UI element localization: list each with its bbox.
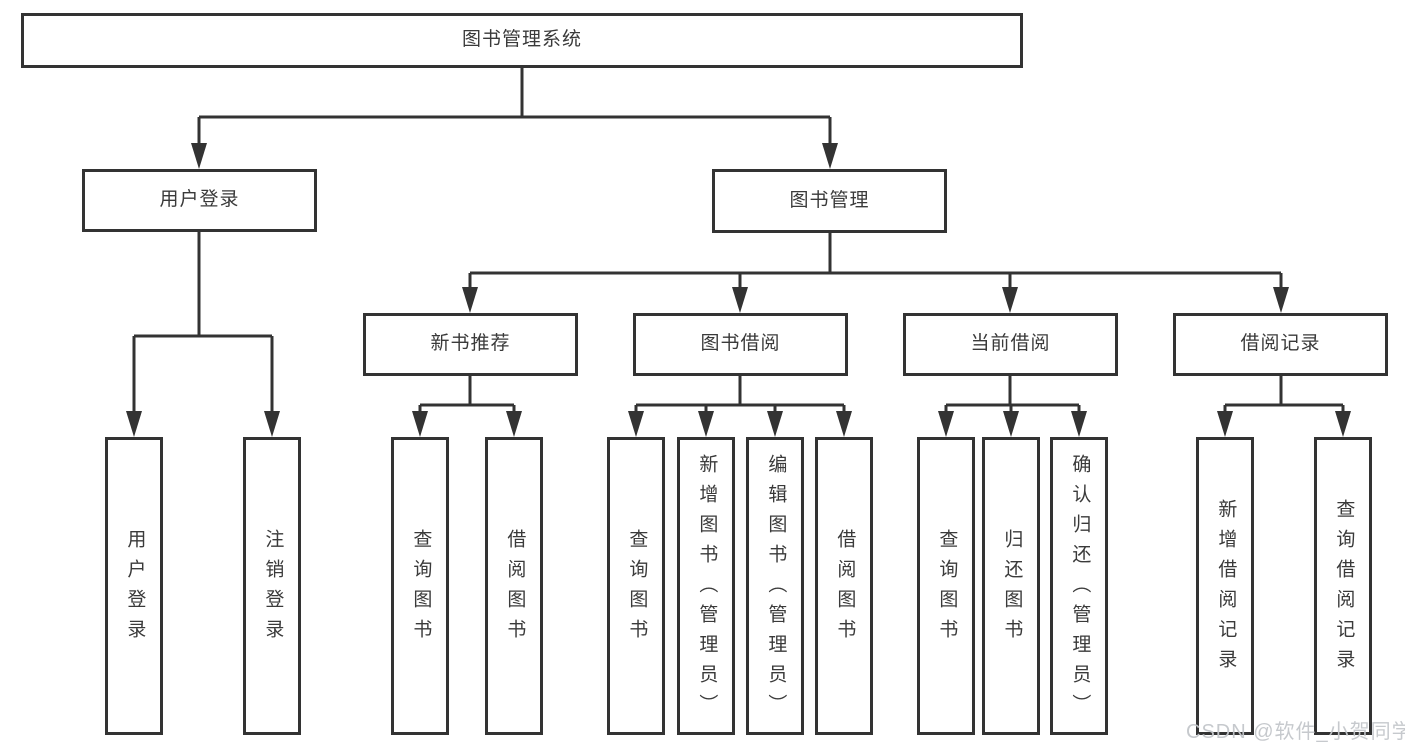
leaf-borrowing-query-books: 查询图书 [607, 437, 665, 735]
node-current-borrowing: 当前借阅 [903, 313, 1118, 376]
leaf-borrowing-edit-books-admin: 编辑图书（管理员） [746, 437, 804, 735]
leaf-borrowing-add-books-admin: 新增图书（管理员） [677, 437, 735, 735]
node-root-system: 图书管理系统 [21, 13, 1023, 68]
node-new-book-recommend: 新书推荐 [363, 313, 578, 376]
leaf-current-confirm-return-admin: 确认归还（管理员） [1050, 437, 1108, 735]
leaf-newbook-query-books: 查询图书 [391, 437, 449, 735]
leaf-records-add-borrow-record: 新增借阅记录 [1196, 437, 1254, 735]
node-book-management-module: 图书管理 [712, 169, 947, 233]
leaf-borrowing-borrow-books: 借阅图书 [815, 437, 873, 735]
leaf-records-query-borrow-record: 查询借阅记录 [1314, 437, 1372, 735]
leaf-user-login: 用户登录 [105, 437, 163, 735]
leaf-current-return-books: 归还图书 [982, 437, 1040, 735]
node-user-login-module: 用户登录 [82, 169, 317, 232]
leaf-newbook-borrow-books: 借阅图书 [485, 437, 543, 735]
node-book-borrowing: 图书借阅 [633, 313, 848, 376]
leaf-current-query-books: 查询图书 [917, 437, 975, 735]
csdn-watermark: CSDN @软件_小贺同学 [1186, 721, 1405, 743]
node-borrowing-records: 借阅记录 [1173, 313, 1388, 376]
leaf-logout: 注销登录 [243, 437, 301, 735]
